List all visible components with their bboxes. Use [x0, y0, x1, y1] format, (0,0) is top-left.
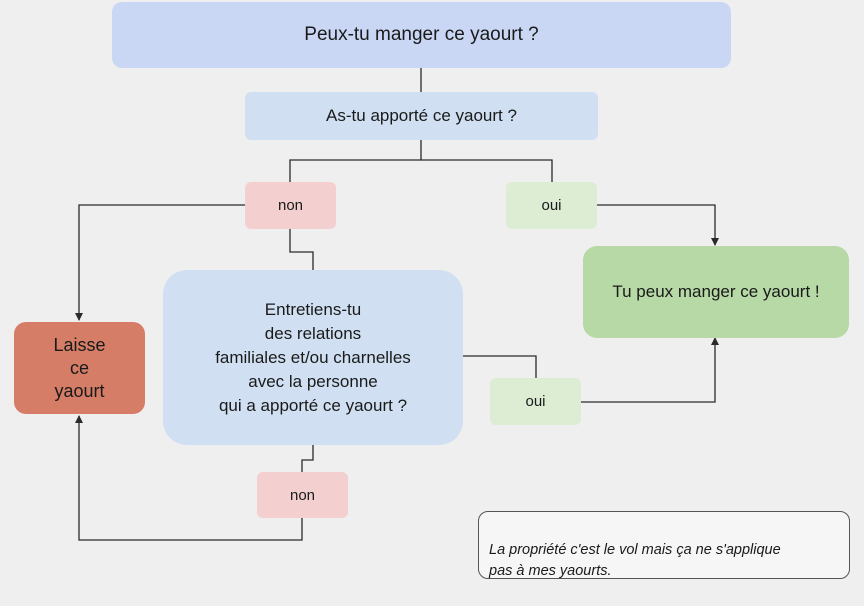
- note-text: La propriété c'est le vol mais ça ne s'a…: [489, 542, 781, 579]
- brought-question-box: As-tu apporté ce yaourt ?: [245, 92, 598, 140]
- can-eat-box: Tu peux manger ce yaourt !: [583, 246, 849, 338]
- no-box-2: non: [257, 472, 348, 518]
- leave-it-box: Laisse ce yaourt: [14, 322, 145, 414]
- yes-box-1: oui: [506, 182, 597, 229]
- yes-label-1: oui: [541, 197, 562, 214]
- relation-question-box: Entretiens-tu des relations familiales e…: [163, 270, 463, 445]
- connector-relation-to-no2: [301, 445, 314, 472]
- relation-question-text: Entretiens-tu des relations familiales e…: [215, 299, 411, 415]
- no-box-1: non: [245, 182, 336, 229]
- connector-brought-to-branches: [289, 140, 422, 182]
- connector-yes1-to-caneat: [597, 204, 719, 246]
- no-label-1: non: [277, 197, 304, 214]
- root-question-text: Peux-tu manger ce yaourt ?: [304, 24, 539, 45]
- brought-question-text: As-tu apporté ce yaourt ?: [326, 106, 517, 125]
- no-label-2: non: [289, 486, 316, 504]
- connector-brought-to-yes: [421, 159, 553, 182]
- connector-yes2-to-caneat: [581, 337, 719, 403]
- connector-no1-to-relation: [289, 229, 314, 270]
- note-box: La propriété c'est le vol mais ça ne s'a…: [478, 511, 850, 579]
- leave-it-text: Laisse ce yaourt: [53, 334, 106, 401]
- connector-relation-to-yes2: [463, 355, 537, 378]
- connector-no1-to-leave: [75, 204, 245, 321]
- yes-box-2: oui: [490, 378, 581, 425]
- yes-label-2: oui: [525, 393, 546, 410]
- can-eat-text: Tu peux manger ce yaourt !: [612, 282, 820, 301]
- connector-no2-to-leave: [75, 415, 303, 541]
- root-question-box: Peux-tu manger ce yaourt ?: [112, 2, 731, 68]
